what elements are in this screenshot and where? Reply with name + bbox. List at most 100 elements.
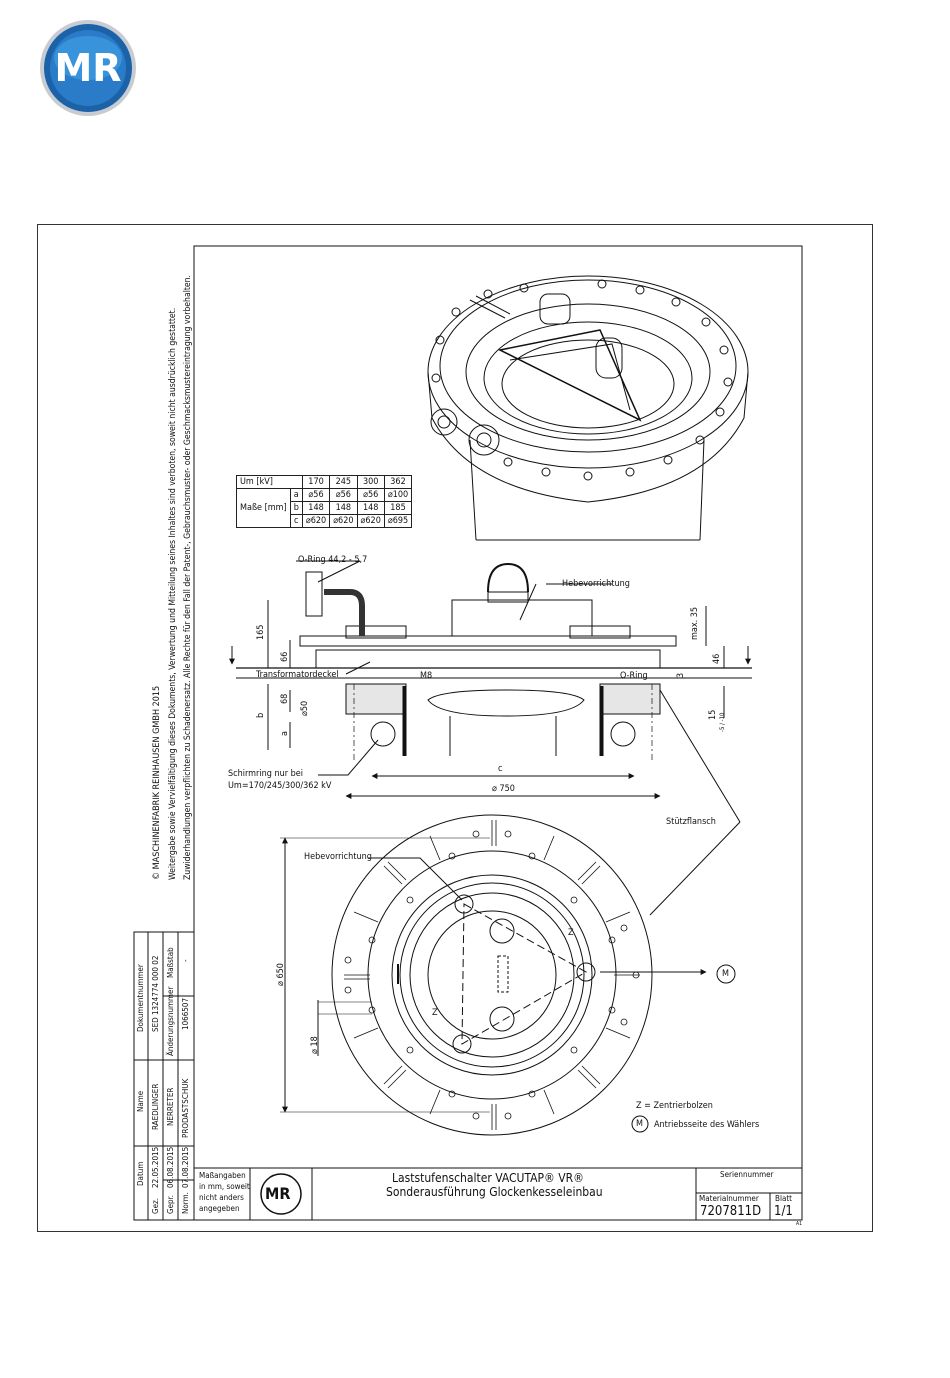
dim-15-tolerance: -5 / -10 xyxy=(719,712,726,732)
tb-material-label: Materialnummer xyxy=(699,1194,759,1203)
table-cell: ⌀56 xyxy=(301,488,331,502)
legend-m-circle xyxy=(631,1115,649,1133)
dim-650: ⌀ 650 xyxy=(276,963,286,986)
dim-15: 15 xyxy=(708,709,718,720)
dim-165: 165 xyxy=(256,624,266,640)
table-cell: 148 xyxy=(301,501,331,515)
tb-name-2: NERRETER xyxy=(166,1087,175,1126)
tb-change-number: 1066507 xyxy=(181,997,190,1030)
dim-750: ⌀ 750 xyxy=(492,784,515,794)
tb-corner-mark: A1 xyxy=(796,1221,802,1227)
dim-c: c xyxy=(498,764,503,774)
table-cell: ⌀695 xyxy=(383,514,413,528)
isometric-view xyxy=(427,275,749,541)
table-col: 170 xyxy=(301,475,331,489)
tb-title-line-2: Sonderausführung Glockenkesseleinbau xyxy=(386,1185,603,1199)
dim-d50: ⌀50 xyxy=(300,700,310,716)
tb-date-header: Datum xyxy=(136,1161,145,1186)
dim-68: 68 xyxy=(280,693,290,704)
section-view xyxy=(229,560,752,823)
tb-role-3: Norm. xyxy=(181,1192,190,1214)
label-stuetzflansch: Stützflansch xyxy=(666,817,716,827)
table-cell: ⌀620 xyxy=(356,514,385,528)
tb-doc-header: Dokumentnummer xyxy=(136,964,145,1032)
copyright-line-2: Weitergabe sowie Vervielfältigung dieses… xyxy=(168,307,178,880)
label-hebevorrichtung-top: Hebevorrichtung xyxy=(304,852,372,862)
label-z2: Z xyxy=(432,1008,438,1018)
tb-sheet-value: 1/1 xyxy=(774,1204,793,1219)
table-cell: 148 xyxy=(356,501,385,515)
title-block xyxy=(193,1167,803,1221)
dim-18: ⌀ 18 xyxy=(310,1036,320,1054)
tb-material-number: 7207811D xyxy=(700,1204,762,1219)
legend-m-symbol: M xyxy=(636,1119,643,1129)
mr-logo: MR xyxy=(40,20,136,116)
table-cell: ⌀100 xyxy=(383,488,413,502)
dim-46: 46 xyxy=(712,653,722,664)
tb-serial-label: Seriennummer xyxy=(720,1170,774,1179)
tb-role-1: Gez. xyxy=(151,1197,160,1214)
tb-role-2: Gepr. xyxy=(166,1194,175,1214)
label-schirmring-2: Um=170/245/300/362 kV xyxy=(228,781,332,791)
dim-b: b xyxy=(256,712,266,718)
label-hebevorrichtung-side: Hebevorrichtung xyxy=(562,579,630,589)
dim-66: 66 xyxy=(280,651,290,662)
label-m-marker: M xyxy=(722,969,729,979)
label-schirmring-1: Schirmring nur bei xyxy=(228,769,303,779)
dim-3: 3 xyxy=(676,672,686,678)
label-oring-right: O-Ring xyxy=(620,671,648,681)
flange-slots xyxy=(344,820,640,1130)
tb-sheet-label: Blatt xyxy=(775,1194,792,1203)
table-cell: 148 xyxy=(329,501,358,515)
tb-units-note-3: nicht anders xyxy=(199,1193,244,1202)
tb-doc-number: SED 1324774 000 02 xyxy=(151,955,160,1032)
label-oring-top: O-Ring 44,2 - 5,7 xyxy=(298,555,368,565)
table-cell: ⌀620 xyxy=(301,514,331,528)
tb-scale-value: - xyxy=(181,959,190,962)
label-z1: Z xyxy=(568,928,574,938)
table-cell: ⌀56 xyxy=(356,488,385,502)
table-cell: ⌀56 xyxy=(329,488,358,502)
dimension-table: Um [kV] 170 245 300 362 Maße [mm] a ⌀56 … xyxy=(236,475,413,528)
table-row-key: a xyxy=(289,488,303,502)
dim-a: a xyxy=(280,731,290,736)
legend-z: Z = Zentrierbolzen xyxy=(636,1101,713,1111)
tb-change-header: Änderungsnummer xyxy=(166,986,175,1056)
tb-scale-header: Maßstab xyxy=(166,947,175,978)
tb-date-2: 06.08.2015 xyxy=(166,1146,175,1188)
table-cell: ⌀620 xyxy=(329,514,358,528)
table-row-key: b xyxy=(289,501,303,515)
tb-logo-text: MR xyxy=(265,1184,291,1203)
legend-m: Antriebsseite des Wählers xyxy=(654,1120,760,1130)
table-row-key: c xyxy=(289,514,303,528)
tb-date-1: 22.05.2015 xyxy=(151,1146,160,1188)
table-col: 362 xyxy=(383,475,413,489)
plan-view xyxy=(280,814,741,1136)
copyright-line-3: Zuwiderhandlungen verpflichten zu Schade… xyxy=(183,275,193,880)
tb-units-note-1: Maßangaben xyxy=(199,1171,246,1180)
tb-name-header: Name xyxy=(136,1090,145,1112)
dim-max35: max. 35 xyxy=(690,606,700,640)
logo-text: MR xyxy=(54,46,121,90)
flange-holes xyxy=(344,830,640,1120)
copyright-line-1: © MASCHINENFABRIK REINHAUSEN GMBH 2015 xyxy=(152,685,162,880)
table-col: 300 xyxy=(356,475,385,489)
drawing-sheet xyxy=(37,224,873,1232)
tb-units-note-4: angegeben xyxy=(199,1204,240,1213)
label-transformatordeckel: Transformatordeckel xyxy=(256,670,339,680)
tb-date-3: 07.08.2015 xyxy=(181,1146,190,1188)
tb-title-line-1: Laststufenschalter VACUTAP® VR® xyxy=(392,1171,584,1185)
tb-name-3: PRODASTSCHUK xyxy=(181,1078,190,1138)
revision-strip xyxy=(133,931,195,1221)
table-row-group-label: Maße [mm] xyxy=(236,488,291,528)
table-col: 245 xyxy=(329,475,358,489)
title-block-logo xyxy=(260,1173,302,1215)
table-header-um: Um [kV] xyxy=(236,475,303,489)
tb-units-note-2: in mm, soweit xyxy=(199,1182,250,1191)
rim-bolts xyxy=(431,279,733,481)
label-m8: M8 xyxy=(420,671,433,681)
m-marker-circle xyxy=(716,964,736,984)
table-cell: 185 xyxy=(383,501,413,515)
tb-name-1: RAEDLINGER xyxy=(151,1083,160,1130)
